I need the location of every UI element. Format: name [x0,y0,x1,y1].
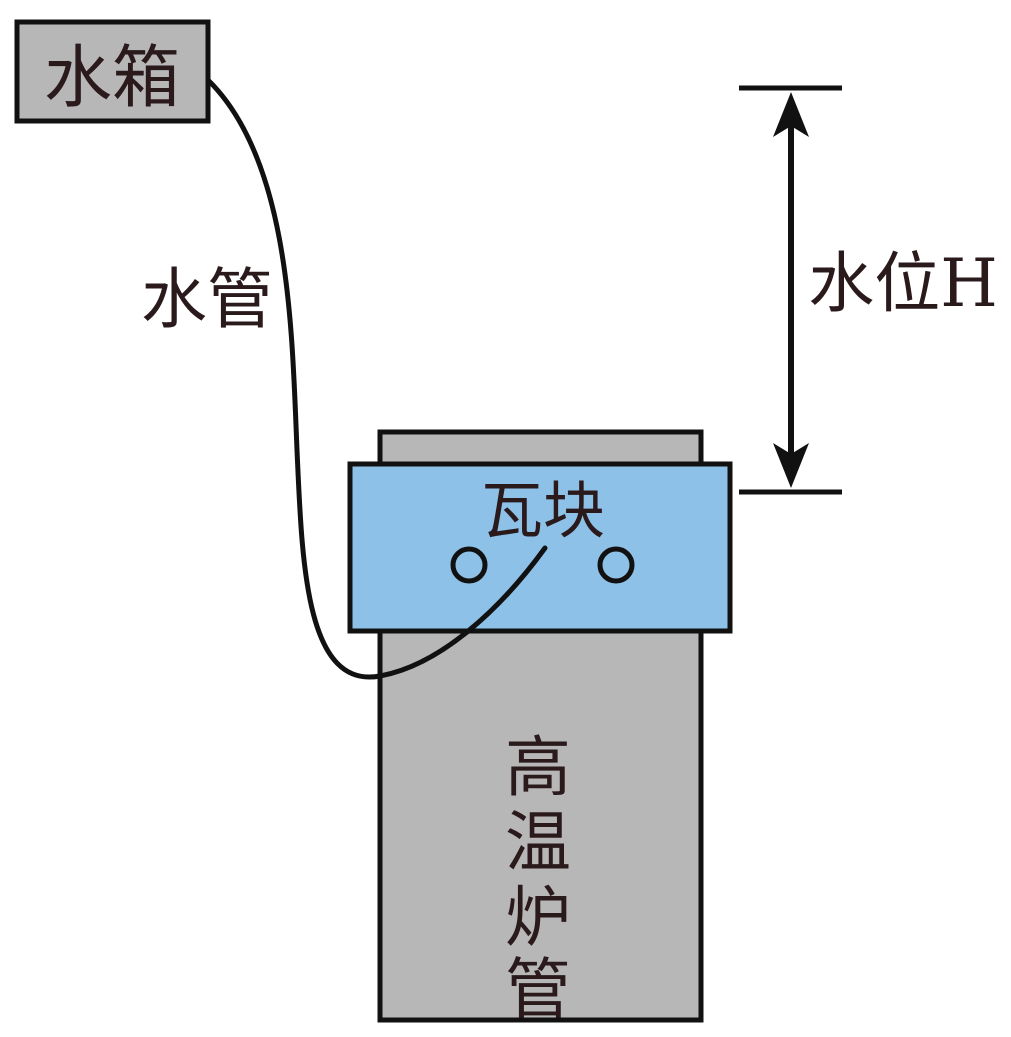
water-level-arrow-down [773,443,809,488]
furnace-tube-char-1: 高 [505,729,571,806]
furnace-tube-char-2: 温 [505,804,571,881]
water-tank-label: 水箱 [44,39,180,118]
water-tank: 水箱 [14,19,211,124]
water-level-label: 水位H [808,245,998,322]
right-hole [597,546,635,584]
water-pipe [205,77,548,680]
left-hole [450,546,488,584]
furnace-tube-char-3: 炉 [505,879,571,956]
water-tank-box [14,19,211,124]
furnace-tube-char-4: 管 [505,951,571,1028]
water-level-arrow-up [773,92,809,137]
tile-block: 瓦块 [347,461,733,634]
furnace-tube-label: 高 温 炉 管 [505,729,571,1028]
water-level-dimension: 水位H [739,85,998,495]
tile-block-label: 瓦块 [481,474,605,547]
water-pipe-label: 水管 [141,261,273,338]
tile-block-box [347,461,733,634]
